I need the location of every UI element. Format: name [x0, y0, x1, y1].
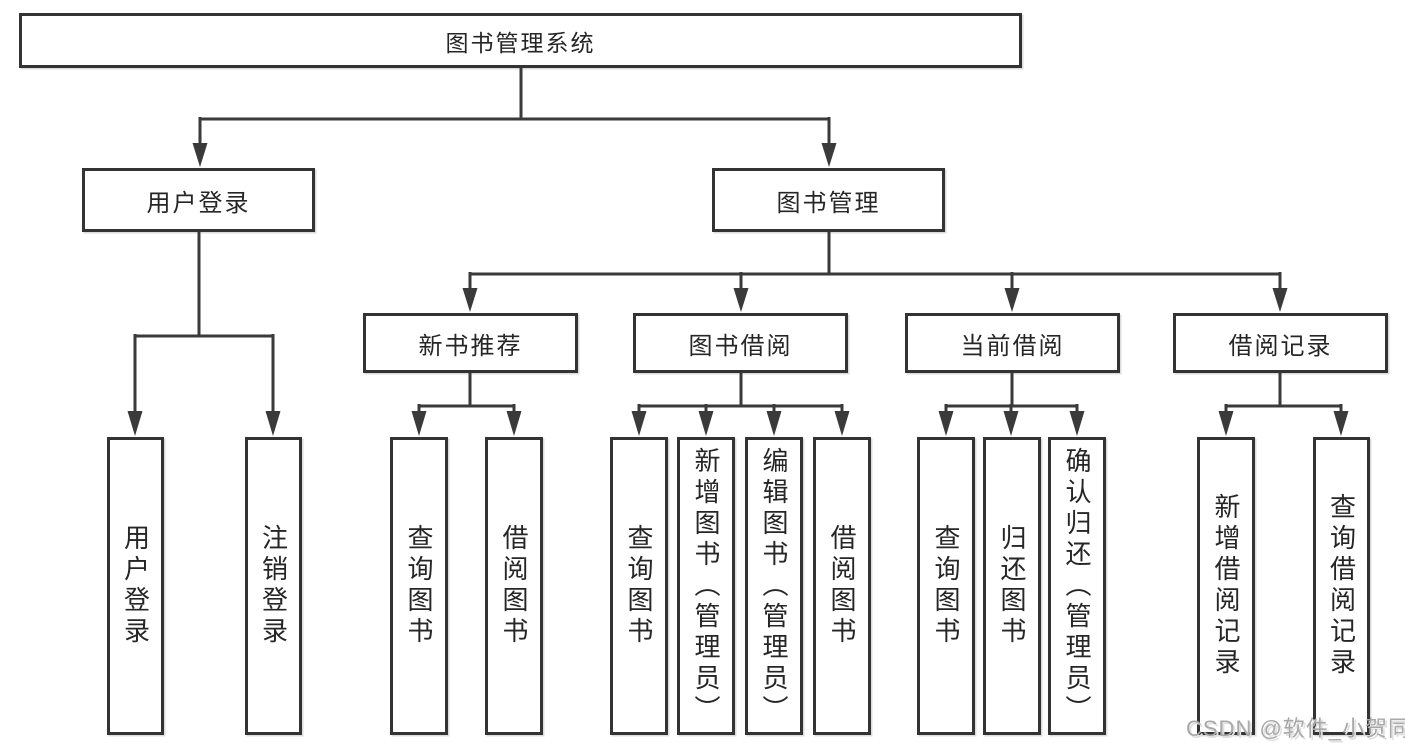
- node-new-book-recommend: 新书推荐: [363, 313, 578, 373]
- leaf-add-borrow-record: 新增借阅记录: [1197, 437, 1255, 735]
- leaf-add-book-admin: 新增图书（管理员）: [677, 437, 735, 735]
- node-borrow-records-label: 借阅记录: [1228, 332, 1333, 360]
- leaf-query-books-1: 查询图书: [390, 437, 448, 735]
- leaf-query-books-2: 查询图书: [610, 437, 668, 735]
- leaf-query-books-1-label: 查询图书: [404, 524, 434, 648]
- leaf-confirm-return-admin-label: 确认归还（管理员）: [1062, 446, 1092, 726]
- node-book-management-label: 图书管理: [776, 189, 881, 217]
- leaf-logout: 注销登录: [245, 437, 302, 735]
- leaf-query-books-3-label: 查询图书: [931, 524, 961, 648]
- leaf-query-borrow-record: 查询借阅记录: [1313, 437, 1370, 735]
- leaf-borrow-books-1: 借阅图书: [485, 437, 543, 735]
- leaf-return-books-label: 归还图书: [997, 524, 1027, 648]
- leaf-add-book-admin-label: 新增图书（管理员）: [691, 446, 721, 726]
- node-book-borrow-label: 图书借阅: [688, 332, 793, 360]
- leaf-borrow-books-2: 借阅图书: [813, 437, 871, 735]
- node-new-book-recommend-label: 新书推荐: [418, 332, 523, 360]
- leaf-query-books-2-label: 查询图书: [624, 524, 654, 648]
- leaf-edit-book-admin-label: 编辑图书（管理员）: [759, 446, 789, 726]
- leaf-query-books-3: 查询图书: [917, 437, 975, 735]
- leaf-add-borrow-record-label: 新增借阅记录: [1211, 493, 1241, 679]
- leaf-return-books: 归还图书: [983, 437, 1041, 735]
- watermark: CSDN @软件_小贺同学: [1186, 716, 1405, 741]
- node-current-borrow: 当前借阅: [905, 313, 1120, 373]
- leaf-borrow-books-1-label: 借阅图书: [499, 524, 529, 648]
- leaf-borrow-books-2-label: 借阅图书: [827, 524, 857, 648]
- node-library-management-system-label: 图书管理系统: [445, 29, 596, 56]
- node-book-management: 图书管理: [712, 168, 945, 232]
- node-book-borrow: 图书借阅: [633, 313, 848, 373]
- node-borrow-records: 借阅记录: [1173, 313, 1388, 373]
- node-user-login-label: 用户登录: [146, 189, 251, 217]
- arrow-down-icons: [127, 143, 1349, 436]
- node-user-login: 用户登录: [82, 168, 315, 232]
- leaf-edit-book-admin: 编辑图书（管理员）: [745, 437, 803, 735]
- connector-paths: [133, 67, 1343, 416]
- node-library-management-system: 图书管理系统: [19, 13, 1022, 68]
- leaf-logout-label: 注销登录: [258, 524, 289, 648]
- leaf-user-login-label: 用户登录: [120, 524, 151, 648]
- leaf-query-borrow-record-label: 查询借阅记录: [1326, 493, 1357, 679]
- leaf-confirm-return-admin: 确认归还（管理员）: [1048, 437, 1106, 735]
- node-current-borrow-label: 当前借阅: [960, 332, 1065, 360]
- leaf-user-login: 用户登录: [107, 437, 164, 735]
